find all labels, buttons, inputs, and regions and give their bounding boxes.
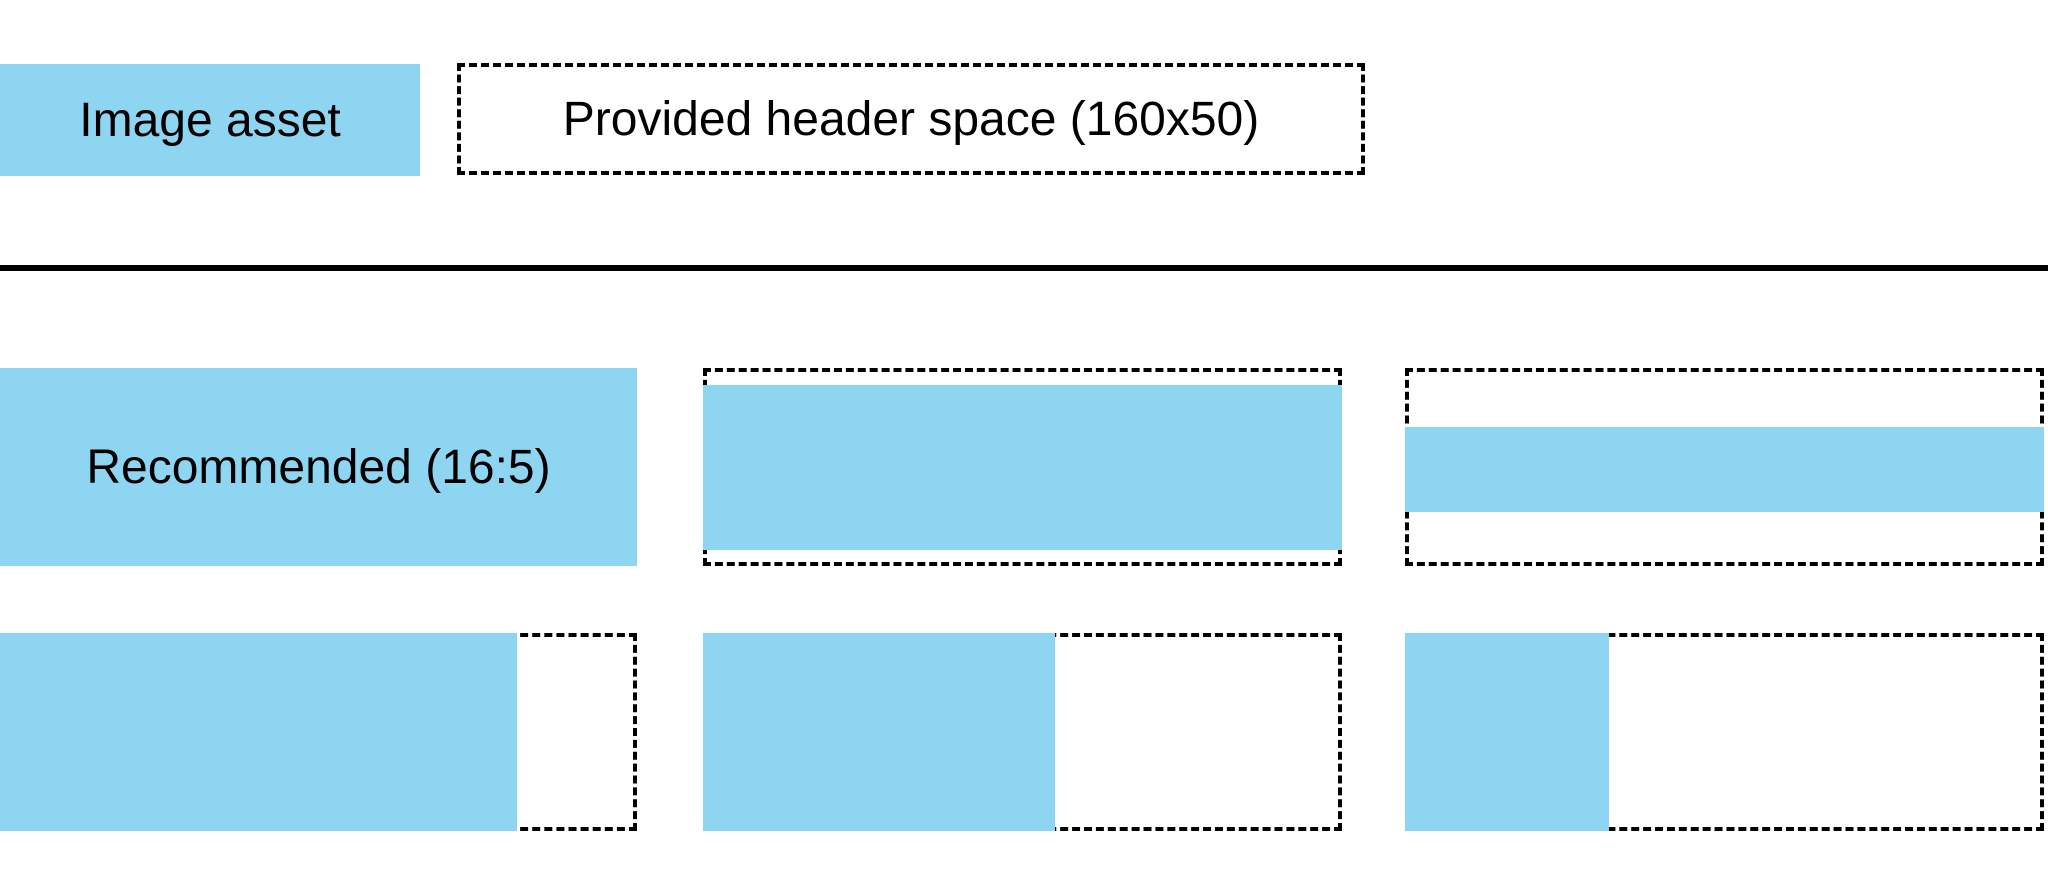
header-space-cell-medium xyxy=(703,633,1342,831)
header-space-cell-narrow xyxy=(1405,633,2044,831)
legend-header-space-box: Provided header space (160x50) xyxy=(457,63,1365,175)
image-asset-fill xyxy=(0,633,517,831)
header-space-cell-tall-band xyxy=(703,368,1342,566)
legend-image-asset-swatch: Image asset xyxy=(0,64,420,176)
header-space-cell-recommended: Recommended (16:5) xyxy=(0,368,637,566)
image-asset-fill xyxy=(703,633,1055,831)
image-asset-fill xyxy=(703,385,1342,550)
image-asset-fill xyxy=(1405,633,1609,831)
image-asset-fill xyxy=(0,368,637,566)
legend-header-space-label: Provided header space (160x50) xyxy=(562,92,1260,146)
recommended-ratio-label: Recommended (16:5) xyxy=(86,440,551,494)
legend-image-asset-label: Image asset xyxy=(79,93,341,147)
section-divider-line xyxy=(0,265,2048,271)
header-space-cell-wide xyxy=(0,633,637,831)
header-space-cell-thin-strip xyxy=(1405,368,2044,566)
image-asset-fill xyxy=(1405,427,2044,512)
